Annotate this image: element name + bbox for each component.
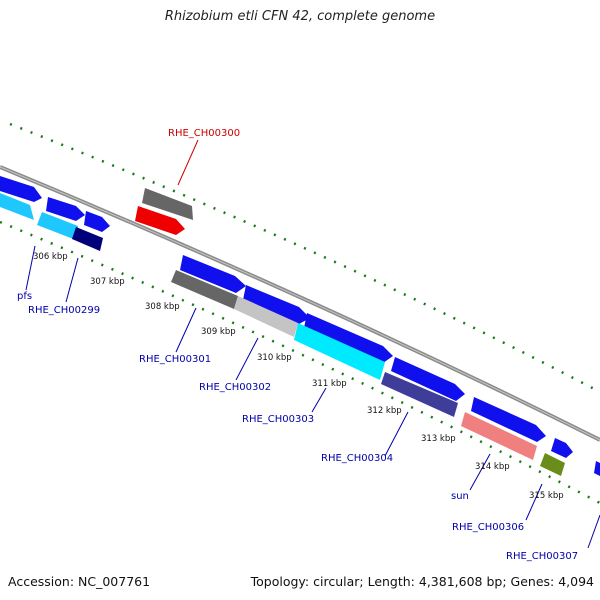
leader-rhe-ch00300: [177, 139, 199, 186]
gene-forward-4: [180, 255, 246, 293]
gene-sun: [461, 412, 537, 460]
gene-rhe-ch00300-top: [142, 188, 193, 220]
gene-forward-3: [84, 211, 110, 232]
gene-label-rhe-ch00301[interactable]: RHE_CH00301: [139, 354, 211, 365]
gene-pfs: [0, 193, 34, 220]
gene-rhe-ch00304: [381, 372, 458, 417]
tick-label-310: 310 kbp: [257, 353, 292, 363]
gene-forward-6: [304, 313, 393, 363]
gene-label-rhe-ch00299[interactable]: RHE_CH00299: [28, 305, 100, 316]
inner-tick-ring: [0, 220, 600, 505]
gene-label-rhe-ch00307[interactable]: RHE_CH00307: [506, 551, 578, 562]
leader-rhe-ch00306: [525, 483, 543, 521]
gene-rhe-ch00300: [135, 206, 185, 235]
gene-forward-5: [243, 285, 310, 324]
gene-label-rhe-ch00300[interactable]: RHE_CH00300: [168, 128, 240, 139]
leader-rhe-ch00303: [311, 387, 327, 413]
gene-forward-2: [46, 197, 85, 221]
accession-text: Accession: NC_007761: [8, 574, 151, 589]
gene-forward-10: [594, 461, 600, 476]
leader-rhe-ch00299: [65, 257, 79, 303]
gene-label-rhe-ch00303[interactable]: RHE_CH00303: [242, 414, 314, 425]
tick-label-308: 308 kbp: [145, 302, 180, 312]
genome-backbone: [0, 165, 600, 442]
gene-forward-9: [551, 438, 573, 458]
map-title: Rhizobium etli CFN 42, complete genome: [164, 9, 436, 24]
tick-label-315: 315 kbp: [529, 491, 564, 501]
tick-label-307: 307 kbp: [90, 277, 125, 287]
gene-label-rhe-ch00304[interactable]: RHE_CH00304: [321, 453, 393, 464]
gene-label-pfs[interactable]: pfs: [17, 291, 32, 302]
gene-dark-navy: [72, 227, 103, 251]
gene-rhe-ch00299: [37, 212, 78, 240]
gene-rhe-ch00303: [294, 323, 385, 380]
leader-sun: [469, 453, 491, 491]
gene-label-sun[interactable]: sun: [451, 491, 469, 502]
tick-label-314: 314 kbp: [475, 462, 510, 472]
leader-rhe-ch00307: [587, 514, 600, 549]
tick-label-306: 306 kbp: [33, 252, 68, 262]
leader-rhe-ch00304: [384, 411, 409, 457]
gene-label-rhe-ch00302[interactable]: RHE_CH00302: [199, 382, 271, 393]
tick-label-313: 313 kbp: [421, 434, 456, 444]
gene-rhe-ch00306: [540, 453, 565, 476]
leader-pfs: [25, 245, 36, 291]
tick-label-312: 312 kbp: [367, 406, 402, 416]
gene-forward-1: [0, 176, 42, 202]
genome-summary-text: Topology: circular; Length: 4,381,608 bp…: [250, 574, 594, 589]
leader-lines: [25, 139, 600, 549]
gene-label-rhe-ch00306[interactable]: RHE_CH00306: [452, 522, 524, 533]
genome-backbone-highlight: [0, 166, 600, 441]
gene-rhe-ch00301: [171, 270, 238, 309]
leader-rhe-ch00301: [175, 307, 197, 353]
leader-rhe-ch00302: [235, 337, 259, 381]
tick-label-309: 309 kbp: [201, 327, 236, 337]
gene-forward-8: [471, 397, 546, 442]
gene-forward-7: [391, 357, 465, 401]
outer-tick-ring: [9, 122, 600, 394]
tick-label-311: 311 kbp: [312, 379, 347, 389]
gene-rhe-ch00302: [234, 296, 298, 337]
